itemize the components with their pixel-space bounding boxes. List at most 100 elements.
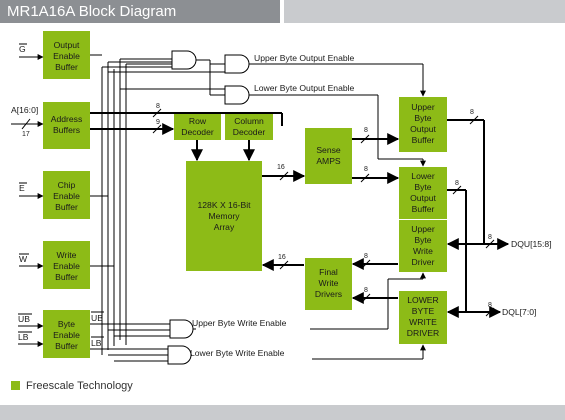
address-buffers-line2: Buffers — [53, 125, 80, 135]
pin-a-slash — [21, 118, 31, 130]
legend-swatch — [11, 381, 20, 390]
row-decoder-line1: Row — [189, 116, 207, 126]
lower-out-line2: Byte — [414, 182, 431, 192]
lower-out-line4: Buffer — [412, 204, 435, 214]
lower-final-width: 8 — [364, 287, 368, 294]
upper-write-line3: Write — [413, 246, 433, 256]
footer-bar — [0, 405, 565, 420]
pin-ub-label: UB — [18, 314, 30, 324]
gate-and-top — [171, 50, 225, 96]
lower-write-line4: DRIVER — [407, 328, 439, 338]
pin-a-width: 17 — [22, 131, 30, 138]
legend: Freescale Technology — [11, 380, 133, 392]
gate-and-upper-output — [108, 54, 426, 97]
data-bus-routing: 16 8 8 8 8 8 DQU[15:8] 8 DQL[7:0] — [261, 109, 552, 318]
dqu-width: 8 — [488, 234, 492, 241]
diagram-title: MR1A16A Block Diagram — [0, 0, 280, 23]
dqu-pin-label: DQU[15:8] — [511, 239, 552, 249]
pin-e-label: E — [19, 183, 25, 193]
pin-w-label: W — [19, 254, 28, 264]
lower-dq-width: 8 — [455, 180, 459, 187]
upper-out-line1: Upper — [411, 102, 435, 112]
lower-out-line1: Lower — [411, 171, 435, 181]
row-decoder-line2: Decoder — [181, 127, 214, 137]
upper-write-line1: Upper — [411, 224, 435, 234]
write-enable-line1: Write — [57, 250, 77, 260]
memory-array-line3: Array — [214, 222, 235, 232]
byte-enable-line3: Buffer — [55, 341, 78, 351]
gate-and-lower-output — [120, 85, 426, 167]
write-enable-routing — [193, 272, 426, 360]
array-sense-width: 16 — [277, 164, 285, 171]
final-array-width: 16 — [278, 254, 286, 261]
sense-amps-line1: Sense — [316, 145, 341, 155]
address-bus-routing: 8 9 — [90, 103, 283, 162]
byte-enable-line1: Byte — [58, 319, 75, 329]
sense-upper-width: 8 — [364, 127, 368, 134]
lower-byte-output-enable-label: Lower Byte Output Enable — [254, 83, 355, 93]
dql-width: 8 — [488, 302, 492, 309]
column-decoder-line1: Column — [234, 116, 264, 126]
lower-write-line2: BYTE — [412, 306, 435, 316]
row-address-width: 8 — [156, 103, 160, 110]
lb-internal-label: LB — [91, 338, 102, 348]
lower-write-line1: LOWER — [407, 295, 439, 305]
final-write-line2: Write — [319, 278, 339, 288]
input-pins: G A[16:0] 17 E W UB LB — [11, 43, 44, 347]
col-address-width: 9 — [156, 119, 160, 126]
upper-final-width: 8 — [364, 253, 368, 260]
output-enable-line1: Output — [54, 40, 80, 50]
legend-label: Freescale Technology — [26, 380, 133, 392]
upper-out-line2: Byte — [414, 113, 431, 123]
address-buffers-line1: Address — [51, 114, 83, 124]
chip-enable-line3: Buffer — [55, 202, 78, 212]
sense-amps-line2: AMPS — [316, 156, 341, 166]
memory-array-line2: Memory — [208, 211, 240, 221]
memory-array-line1: 128K X 16-Bit — [197, 200, 251, 210]
upper-byte-write-enable-label: Upper Byte Write Enable — [192, 318, 287, 328]
final-write-line3: Drivers — [315, 289, 342, 299]
control-wiring: UB LB — [90, 54, 172, 362]
upper-write-line2: Byte — [414, 235, 431, 245]
upper-write-line4: Driver — [412, 257, 435, 267]
write-enable-line3: Buffer — [55, 272, 78, 282]
ub-internal-label: UB — [91, 313, 103, 323]
output-enable-line2: Enable — [53, 51, 80, 61]
gate-and-lower-write — [167, 345, 192, 365]
byte-enable-line2: Enable — [53, 330, 80, 340]
upper-out-line3: Output — [410, 124, 436, 134]
write-enable-line2: Enable — [53, 261, 80, 271]
pin-lb-label: LB — [18, 332, 29, 342]
sense-lower-width: 8 — [364, 166, 368, 173]
upper-byte-output-enable-label: Upper Byte Output Enable — [254, 53, 355, 63]
upper-out-line4: Buffer — [412, 135, 435, 145]
pin-a-label: A[16:0] — [11, 105, 38, 115]
